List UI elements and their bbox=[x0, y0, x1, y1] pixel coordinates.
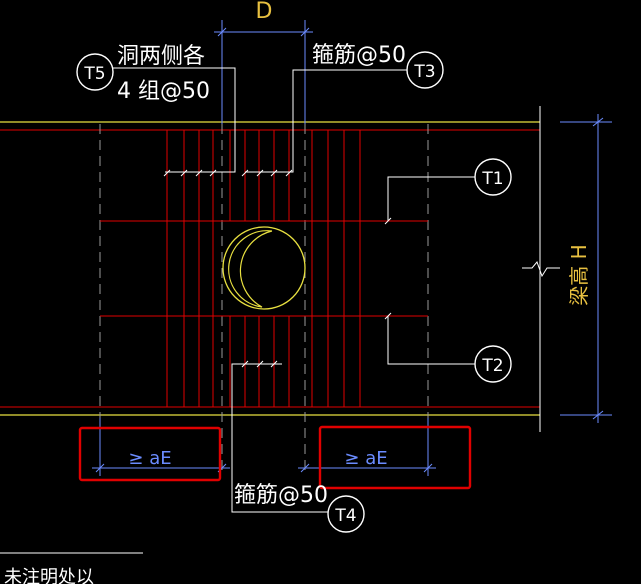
leader-t3 bbox=[245, 69, 407, 173]
callout-t4 bbox=[327, 495, 365, 533]
callout-t5 bbox=[76, 53, 114, 91]
leader-t4 bbox=[231, 363, 328, 513]
dimension-d-label: D bbox=[256, 0, 273, 24]
callout-t2-tag: T2 bbox=[481, 356, 503, 376]
leader-t1 bbox=[387, 176, 475, 221]
ticks-t5 bbox=[163, 169, 217, 177]
ae-right-label: ≥ aE bbox=[344, 448, 387, 469]
tick-t2 bbox=[384, 312, 392, 320]
stirrups bbox=[166, 130, 361, 407]
callout-t4-tag: T4 bbox=[334, 506, 356, 526]
highlight-box-right bbox=[318, 425, 472, 490]
dashed-grid bbox=[99, 124, 429, 470]
hole-circle bbox=[222, 226, 306, 310]
dimension-d bbox=[214, 20, 313, 124]
horizontal-rebars bbox=[100, 220, 428, 317]
dimension-h bbox=[560, 114, 612, 423]
beam-height-label: 梁高 H bbox=[567, 244, 591, 305]
ticks-t4 bbox=[241, 360, 278, 368]
callout-t5-text-1: 洞两侧各 bbox=[117, 44, 205, 69]
callout-t4-text: 箍筋@50 bbox=[234, 483, 328, 508]
leader-t2 bbox=[387, 316, 475, 365]
callout-t5-tag: T5 bbox=[83, 64, 105, 84]
break-symbol bbox=[522, 261, 560, 278]
bottom-note: 未注明处以 bbox=[4, 567, 94, 584]
ae-left-label: ≥ aE bbox=[128, 448, 171, 469]
callout-t3-text: 箍筋@50 bbox=[312, 43, 406, 68]
callout-t3-tag: T3 bbox=[413, 62, 435, 82]
ticks-t3 bbox=[241, 169, 293, 177]
tick-t1 bbox=[384, 217, 392, 225]
highlight-box-left bbox=[78, 426, 222, 482]
callout-t1-tag: T1 bbox=[481, 169, 503, 189]
callout-t5-text-2: 4 组@50 bbox=[117, 79, 210, 104]
